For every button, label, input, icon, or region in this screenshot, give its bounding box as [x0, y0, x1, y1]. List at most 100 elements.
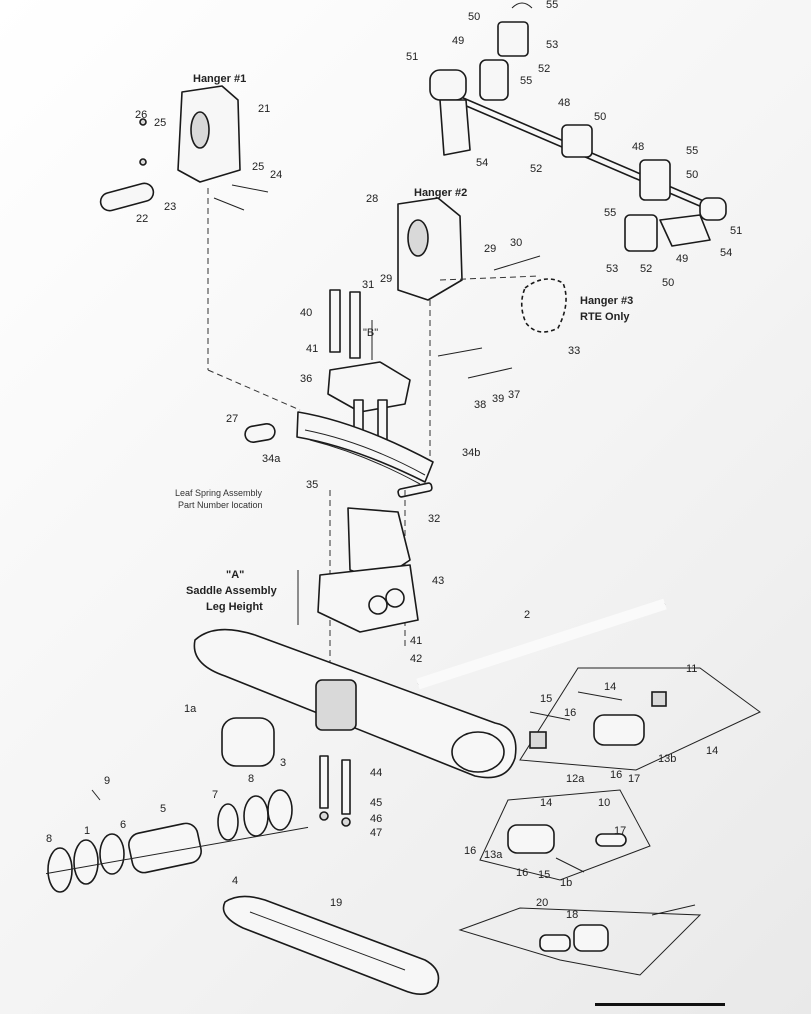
callout: 55 — [604, 207, 616, 219]
callout: 17 — [628, 773, 640, 785]
part-28-hanger-2 — [397, 197, 463, 301]
pivot-bushing-kits — [458, 667, 761, 976]
part-55-top-u-bolt — [511, 2, 533, 9]
part-3-bushing — [221, 717, 275, 767]
callout: 34a — [262, 453, 281, 465]
callout: 26 — [135, 109, 147, 121]
part-14-pin — [595, 833, 627, 847]
callout: 14 — [706, 745, 718, 757]
part-13b-bushing — [593, 714, 645, 746]
part-50-center-clamp — [561, 124, 593, 158]
callout: 38 — [474, 399, 486, 411]
callout: 3 — [280, 757, 286, 769]
callout: 9 — [104, 775, 110, 787]
part-45-bolt — [319, 755, 329, 809]
callout: 10 — [598, 797, 610, 809]
callout: 32 — [428, 513, 440, 525]
callout: 42 — [410, 653, 422, 665]
part-1-washer — [73, 839, 99, 885]
hanger-1-label: Hanger #1 — [193, 73, 246, 85]
callout: 45 — [370, 797, 382, 809]
callout: 40 — [300, 307, 312, 319]
part-47-nut — [341, 817, 351, 827]
callout: 4 — [232, 875, 238, 887]
callout: 48 — [558, 97, 570, 109]
callout: 7 — [212, 789, 218, 801]
callout: 52 — [530, 163, 542, 175]
part-15-bolt-lower — [555, 857, 585, 873]
leaf-spring-layer-2 — [309, 439, 421, 485]
leaf-spring-sublabel: Part Number location — [178, 500, 263, 510]
callout: 35 — [306, 479, 318, 491]
callout: 11 — [686, 663, 697, 675]
part-8-washer-right — [243, 795, 269, 837]
part-51-left-bushing — [429, 69, 467, 101]
part-55-u-bolt-right — [639, 159, 671, 201]
callout: 1a — [184, 703, 197, 715]
hanger-2-guide-line-2 — [439, 275, 541, 281]
leaf-spring-layer — [304, 429, 426, 476]
dimension-b-label: "B" — [363, 327, 378, 339]
callout: 29 — [484, 243, 496, 255]
callout: 55 — [546, 0, 558, 11]
callout: 41 — [410, 635, 422, 647]
part-33-hanger-3 — [520, 278, 567, 333]
callout: 49 — [676, 253, 688, 265]
part-54-left-bracket — [439, 99, 471, 156]
callout: 27 — [226, 413, 238, 425]
callout: 52 — [640, 263, 652, 275]
part-10-kit-bracket — [479, 789, 651, 881]
callout-numbers: 55 50 53 49 52 55 51 48 50 54 52 48 55 5… — [46, 0, 742, 921]
part-20-bushing — [573, 924, 609, 952]
part-12a-clip — [529, 731, 547, 749]
callout: 2 — [524, 609, 530, 621]
part-36-axle-seat — [327, 361, 411, 413]
callout: 12a — [566, 773, 585, 785]
saddle-label-a: "A" — [226, 569, 244, 581]
beam-plate — [315, 679, 357, 731]
callout: 28 — [366, 193, 378, 205]
part-14-bolt — [577, 691, 623, 701]
part-38-bolt — [437, 347, 483, 357]
callout: 43 — [432, 575, 444, 587]
bottom-rule — [595, 1003, 725, 1006]
hanger-3-label: Hanger #3 — [580, 295, 633, 307]
callout: 24 — [270, 169, 282, 181]
part-50-top-clamp — [497, 21, 529, 57]
part-6-ring — [99, 833, 125, 875]
callout: 15 — [538, 869, 550, 881]
part-8-washer-left — [47, 847, 73, 893]
callout: 55 — [686, 145, 698, 157]
callout: 25 — [252, 161, 264, 173]
hanger-1-slot — [190, 111, 210, 149]
callout: 19 — [330, 897, 342, 909]
callout: 16 — [610, 769, 622, 781]
part-19-bolt — [651, 904, 696, 916]
part-22-pin — [99, 182, 155, 212]
part-46-washer — [319, 811, 329, 821]
callout: 6 — [120, 819, 126, 831]
callout: 51 — [406, 51, 418, 63]
callout: 44 — [370, 767, 382, 779]
beam-eye — [451, 731, 505, 773]
part-1b-lower-arm — [222, 895, 440, 995]
callout: 37 — [508, 389, 520, 401]
callout: 1 — [84, 825, 90, 837]
callout: 51 — [730, 225, 742, 237]
axle-tube-fill — [416, 598, 667, 690]
callout: 34b — [462, 447, 480, 459]
saddle-bore-2 — [385, 588, 405, 608]
part-19-sleeve — [539, 934, 571, 952]
part-27-bushing — [244, 422, 276, 444]
part-51-right-bushing — [699, 197, 727, 221]
callout: 8 — [46, 833, 52, 845]
callout: 16 — [564, 707, 576, 719]
callout: 16 — [516, 867, 528, 879]
callout: 54 — [720, 247, 732, 259]
saddle-label: Saddle Assembly — [186, 585, 278, 597]
callout: 39 — [492, 393, 504, 405]
part-4-kit-bracket — [45, 826, 309, 875]
part-40-u-bolt-left — [329, 289, 341, 353]
callout: 14 — [540, 797, 552, 809]
